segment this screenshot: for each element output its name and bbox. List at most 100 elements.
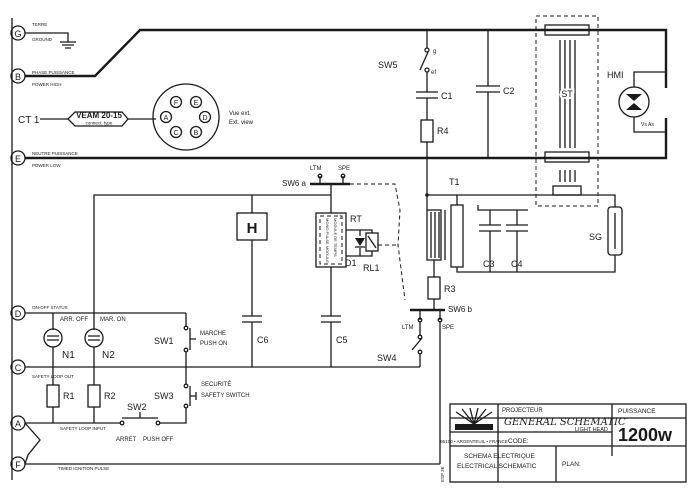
sw5-c1-r4-branch: g ef SW5 C1 R4 xyxy=(378,30,453,158)
svg-text:SECURITÉ: SECURITÉ xyxy=(201,381,231,388)
tb-puissance: PUISSANCE xyxy=(618,408,656,415)
connector-vue-ext: Vue ext. xyxy=(229,111,251,117)
logo-bar xyxy=(455,424,493,430)
sw2-label: SW2 xyxy=(127,402,147,412)
tb-side-code: ESP 3E xyxy=(440,466,445,482)
n2-lamp: MAR. ON N2 xyxy=(84,300,126,367)
n1-caption: ARR. OFF xyxy=(60,317,88,323)
title-block: 95100 • ARGENTEUIL • FRANCE PROJECTEUR G… xyxy=(440,403,687,483)
svg-text:MONO PULSE MODULE: MONO PULSE MODULE xyxy=(325,218,330,263)
timer-module: MONO PULSE MODULE MODULE DE TEMPS 1 RT D… xyxy=(315,212,398,367)
sw6a-label: SW6 a xyxy=(282,179,307,188)
rt-label: RT xyxy=(350,214,362,224)
sw6a-switch: LTM SPE SW6 a xyxy=(282,166,406,301)
svg-text:MODULE DE TEMPS: MODULE DE TEMPS xyxy=(333,218,338,257)
st-label: ST xyxy=(561,89,573,99)
c4-label: C4 xyxy=(511,259,523,269)
label-phase-puissance: PHASE PUISSANCE xyxy=(32,70,75,75)
tb-title-hand: GENERAL SCHEMATIC xyxy=(504,417,626,428)
sw6b-switch: SW6 b LTM SPE xyxy=(402,305,473,464)
sw6b-spe-label: SPE xyxy=(442,325,454,331)
r3-label: R3 xyxy=(444,284,456,294)
svg-text:SAFETY SWITCH: SAFETY SWITCH xyxy=(201,393,250,399)
svg-text:1: 1 xyxy=(339,215,342,221)
c3-label: C3 xyxy=(483,259,495,269)
r1-label: R1 xyxy=(63,391,75,401)
sw6b-label: SW6 b xyxy=(448,305,473,314)
tb-schema-en: ELECTRICAL SCHEMATIC xyxy=(457,463,537,470)
r2-label: R2 xyxy=(104,391,116,401)
label-terre: TERRE xyxy=(32,22,47,27)
svg-text:Vs: Vs xyxy=(641,122,647,128)
c5-label: C5 xyxy=(336,335,348,345)
n1-label: N1 xyxy=(62,350,75,361)
c6-label: C6 xyxy=(257,335,269,345)
sw2-switch: SW2 ARRET PUSH OFF xyxy=(116,402,174,443)
sw6a-ltm-label: LTM xyxy=(310,166,322,172)
svg-text:ef: ef xyxy=(431,70,436,76)
hmi-label: HMI xyxy=(607,70,624,80)
connector-ext-view: Ext. view xyxy=(229,120,254,126)
tb-power: 1200w xyxy=(618,425,673,445)
tb-projecteur: PROJECTEUR xyxy=(502,408,543,414)
c1-label: C1 xyxy=(441,91,453,101)
sw4-label: SW4 xyxy=(377,353,397,363)
terminal-d-label: D xyxy=(15,309,22,319)
terminal-a-label: A xyxy=(15,419,21,429)
label-power-high: POWER HIGH xyxy=(32,82,62,87)
svg-text:ARRET: ARRET xyxy=(116,437,137,443)
connector-face xyxy=(152,83,220,151)
svg-text:ST: ST xyxy=(561,89,573,99)
n2-label: N2 xyxy=(102,350,115,361)
aux-supply-wire xyxy=(93,184,332,300)
label-neutre-puissance: NEUTRE PUISSANCE xyxy=(32,151,78,156)
connector-veam: VEAM 20-15 connect. type F E A D C B Vue… xyxy=(40,83,254,151)
phase-power-line xyxy=(25,28,668,88)
c2-capacitor: C2 xyxy=(476,30,515,158)
r3-resistor: R3 xyxy=(427,276,456,310)
neutral-power-line xyxy=(25,118,668,160)
terminal-bus: G B CT 1 E D C A F xyxy=(10,18,40,480)
svg-text:E: E xyxy=(194,100,199,107)
label-safety-loop-input: SAFETY LOOP INPUT xyxy=(60,426,106,431)
h-label: H xyxy=(247,220,258,237)
r2-resistor: R2 xyxy=(87,367,116,423)
terminal-c-label: C xyxy=(15,363,22,373)
sw3-label: SW3 xyxy=(154,391,174,401)
svg-text:MARCHE: MARCHE xyxy=(200,331,226,337)
sw6b-ltm-label: LTM xyxy=(402,325,414,331)
svg-text:B: B xyxy=(194,130,199,137)
rl1-label: RL1 xyxy=(363,263,380,273)
terminal-e-label: E xyxy=(15,154,21,164)
connector-name: VEAM 20-15 xyxy=(76,111,122,120)
h-component: H C6 xyxy=(236,212,269,367)
n2-caption: MAR. ON xyxy=(100,317,126,323)
svg-text:PUSH ON: PUSH ON xyxy=(200,341,227,347)
svg-text:g: g xyxy=(433,49,436,55)
terminal-b-label: B xyxy=(15,72,21,82)
terminal-f-label: F xyxy=(15,460,21,470)
c2-label: C2 xyxy=(503,86,515,96)
safety-loop-input-line xyxy=(53,408,187,424)
svg-text:F: F xyxy=(174,100,178,107)
tb-schema-fr: SCHEMA ELECTRIQUE xyxy=(464,453,535,460)
hmi-lamp: HMI Vs As xyxy=(607,70,666,133)
company-text: 95100 • ARGENTEUIL • FRANCE xyxy=(440,439,508,444)
svg-text:C: C xyxy=(173,130,178,137)
sw5-label: SW5 xyxy=(378,60,398,70)
label-power-low: POWER LOW xyxy=(32,163,61,168)
tb-code: CODE: xyxy=(508,438,529,445)
terminal-g-label: G xyxy=(14,29,21,39)
tb-light-head: LIGHT HEAD xyxy=(575,427,608,433)
d1-label: D1 xyxy=(345,258,357,268)
svg-text:D: D xyxy=(202,115,207,122)
st-block: ST ST xyxy=(535,15,599,207)
label-on-off-status: ON-OFF STATUS xyxy=(32,305,68,310)
a-f-link xyxy=(24,422,41,465)
label-timed-ignition-pulse: TIMED IGNITION PULSE xyxy=(58,466,109,471)
sw1-label: SW1 xyxy=(154,336,174,346)
tb-plan: PLAN: xyxy=(562,461,581,468)
sw4-switch: SW4 xyxy=(377,322,423,367)
label-ground: GROUND xyxy=(32,37,53,42)
ground-line xyxy=(25,32,76,49)
